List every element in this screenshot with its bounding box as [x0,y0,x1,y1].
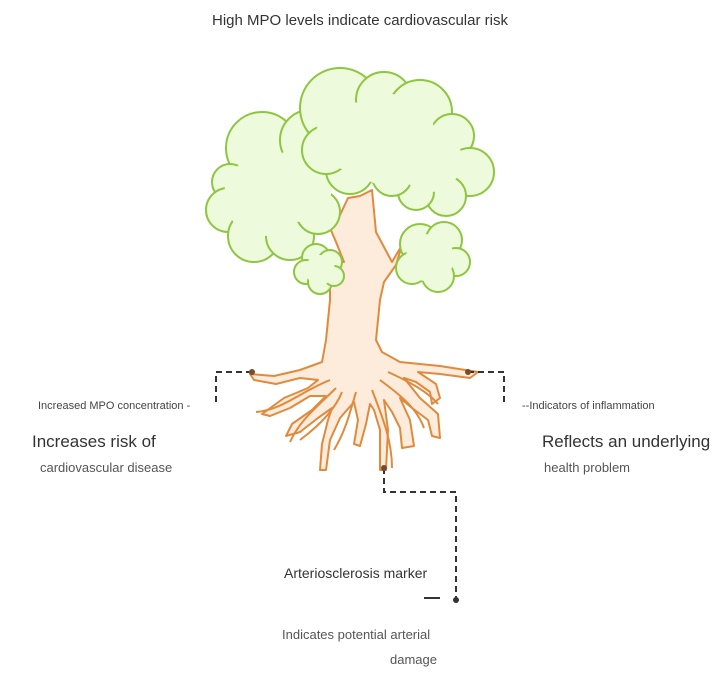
bottom-branch-detail-line2: damage [390,652,437,667]
foliage-cluster-right [395,221,471,293]
right-branch-heading: Reflects an underlying [542,432,711,451]
dot-left [249,369,255,375]
dot-right [465,369,471,375]
foliage-cluster-left [205,109,341,263]
tree-foliage [205,67,495,295]
right-branch-label: --Indicators of inflammation [522,400,655,412]
dot-bottom-end [453,597,459,603]
right-branch-detail: health problem [544,460,630,475]
connector-lines [215,371,505,598]
dot-bottom-root [381,465,387,471]
connector-dots [249,369,471,603]
foliage-cluster-top [299,67,495,217]
page-title: High MPO levels indicate cardiovascular … [212,12,508,29]
bottom-branch-detail-line1: Indicates potential arterial [282,627,431,642]
left-branch-heading: Increases risk of [32,432,156,451]
left-branch-detail: cardiovascular disease [40,460,173,475]
foliage-cluster-small [293,243,345,295]
connector-left [215,371,252,406]
bottom-branch-heading: Arteriosclerosis marker [284,565,428,581]
connector-right [468,371,505,406]
connector-bottom [383,468,457,598]
tree-trunk [249,189,479,471]
left-branch-label: Increased MPO concentration - [38,400,191,412]
